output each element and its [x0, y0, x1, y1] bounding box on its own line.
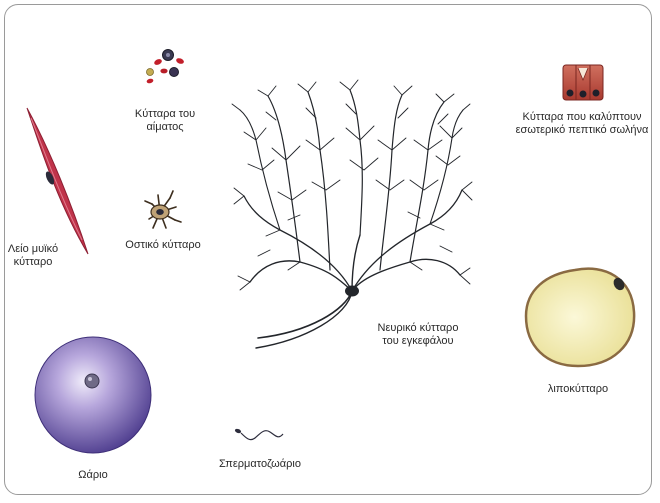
- blood-cells-label-line1: Κύτταρα του: [134, 108, 196, 120]
- smooth-muscle-cell-illustration: [26, 107, 89, 255]
- fat-cell-illustration: [524, 267, 636, 368]
- neuron-label-line2: του εγκεφάλου: [382, 335, 454, 347]
- neuron-label-line1: Νευρικό κύτταρο: [377, 322, 459, 334]
- neuron-illustration: [231, 79, 473, 349]
- bone-cell-label: Οστικό κύτταρο: [125, 239, 201, 251]
- blood-cells-label-line2: αίματος: [146, 121, 184, 133]
- epithelial-cells-label-line2: εσωτερικό πεπτικό σωλήνα: [515, 124, 649, 136]
- egg-cell-label: Ωάριο: [78, 469, 108, 481]
- blood-cells-illustration: [146, 49, 184, 84]
- smooth-muscle-label-line1: Λείο μυϊκό: [7, 243, 59, 255]
- epithelial-cells-label-line1: Κύτταρα που καλύπτουν: [522, 111, 642, 123]
- smooth-muscle-label-line2: κύτταρο: [13, 256, 53, 268]
- egg-cell-illustration: [34, 336, 152, 454]
- fat-cell-label: λιποκύτταρο: [547, 383, 609, 395]
- smooth-muscle-label: Λείο μυϊκό κύτταρο: [0, 243, 66, 269]
- epithelial-cells-illustration: [562, 64, 604, 101]
- epithelial-cells-label: Κύτταρα που καλύπτουν εσωτερικό πεπτικό …: [508, 111, 656, 137]
- sperm-cell-illustration: [234, 428, 284, 441]
- bone-cell-illustration: [144, 190, 182, 229]
- blood-cells-label: Κύτταρα του αίματος: [120, 108, 210, 134]
- neuron-label: Νευρικό κύτταρο του εγκεφάλου: [368, 322, 468, 348]
- sperm-cell-label: Σπερματοζωάριο: [219, 458, 301, 470]
